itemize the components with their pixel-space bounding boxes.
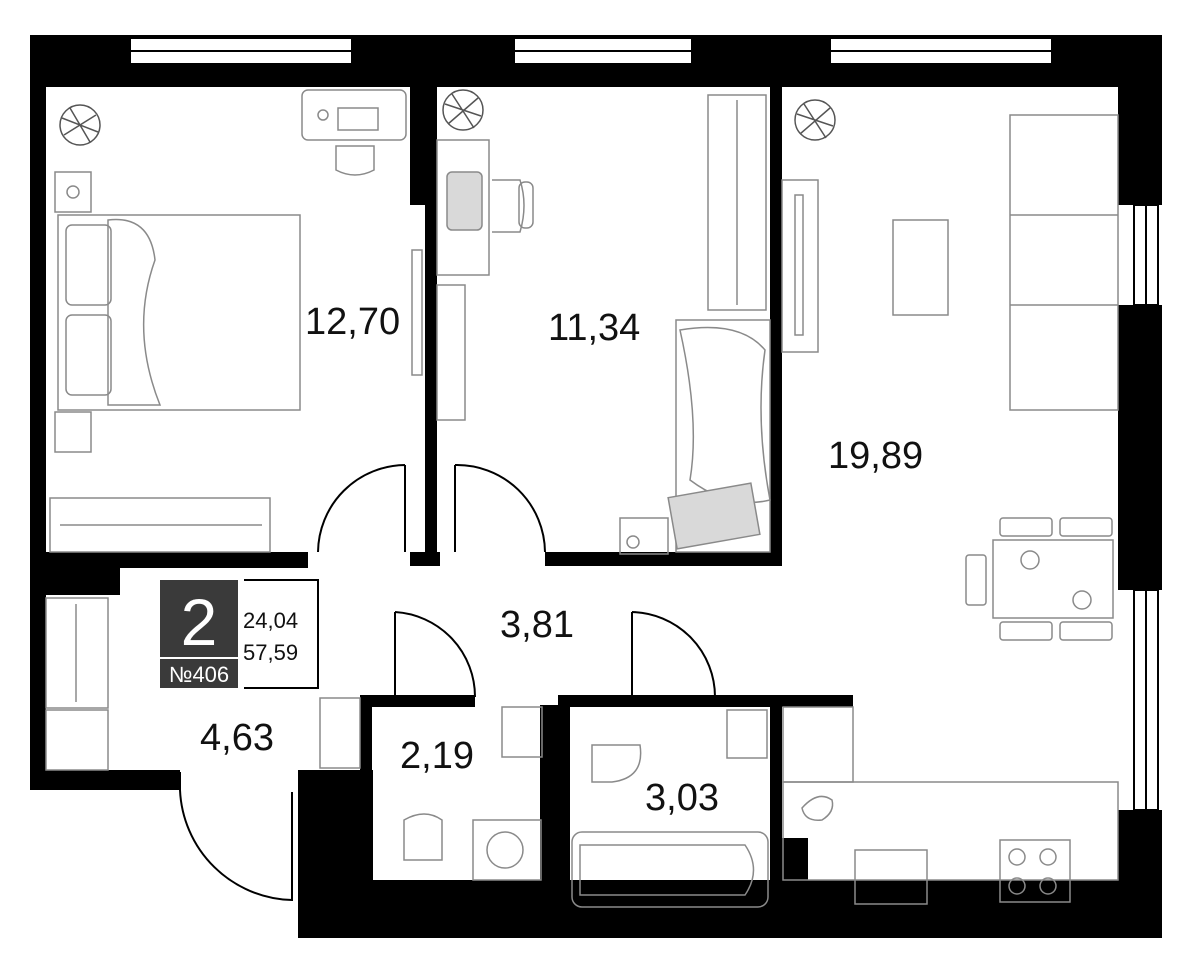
plants bbox=[59, 89, 836, 146]
bathtub bbox=[571, 831, 769, 908]
bath-sink bbox=[726, 709, 768, 759]
bed bbox=[57, 214, 301, 411]
area-label-corridor: 3,81 bbox=[500, 604, 574, 646]
nightstand bbox=[54, 171, 92, 213]
toy-box bbox=[619, 517, 669, 555]
tv-unit bbox=[781, 179, 819, 353]
wardrobe-child bbox=[707, 94, 767, 311]
plant-icon bbox=[442, 89, 484, 131]
door-wc bbox=[394, 611, 477, 698]
room-count-badge bbox=[160, 580, 238, 688]
doors bbox=[179, 463, 716, 902]
fridge bbox=[782, 706, 854, 783]
shelf-bedroom bbox=[411, 249, 423, 376]
hall-wardrobe bbox=[45, 597, 109, 709]
door-bedroom bbox=[317, 464, 406, 553]
plant-icon bbox=[59, 104, 101, 146]
area-label-hall: 4,63 bbox=[200, 717, 274, 759]
dining-table bbox=[992, 539, 1114, 619]
walls bbox=[30, 35, 1162, 938]
wc-sink bbox=[501, 706, 543, 758]
stove bbox=[999, 839, 1071, 903]
door-bathroom bbox=[631, 611, 716, 698]
kitchen-counter bbox=[782, 781, 1119, 881]
child-bed bbox=[675, 319, 771, 553]
area-label-bathroom: 3,03 bbox=[645, 777, 719, 819]
windows bbox=[129, 37, 1159, 811]
apartment-number: №406 bbox=[169, 662, 229, 687]
tv-table bbox=[892, 219, 949, 316]
hall-bench bbox=[45, 709, 109, 771]
room-labels: 12,70 11,34 19,89 3,81 4,63 2,19 3,03 bbox=[200, 301, 923, 819]
bookshelf-child bbox=[436, 284, 466, 421]
door-childroom bbox=[454, 463, 546, 553]
area-label-childroom: 11,34 bbox=[548, 307, 640, 349]
living-area-value: 24,04 bbox=[243, 608, 298, 633]
kitchen-sink bbox=[854, 849, 928, 905]
sofa bbox=[1009, 114, 1119, 411]
area-label-living-kitchen: 19,89 bbox=[828, 435, 923, 477]
dresser bbox=[301, 89, 407, 141]
room-count: 2 bbox=[181, 585, 218, 659]
area-label-bedroom: 12,70 bbox=[305, 301, 400, 343]
desk bbox=[436, 139, 490, 276]
area-label-wc: 2,19 bbox=[400, 735, 474, 777]
shoe-rack bbox=[319, 697, 361, 769]
washing-machine bbox=[472, 819, 542, 881]
plant-icon bbox=[794, 99, 836, 141]
wardrobe-bedroom bbox=[49, 497, 271, 553]
door-entrance bbox=[179, 772, 293, 902]
furniture bbox=[45, 89, 1119, 908]
apartment-info: 2 №406 24,04 57,59 bbox=[160, 579, 319, 689]
total-area-value: 57,59 bbox=[243, 640, 298, 665]
